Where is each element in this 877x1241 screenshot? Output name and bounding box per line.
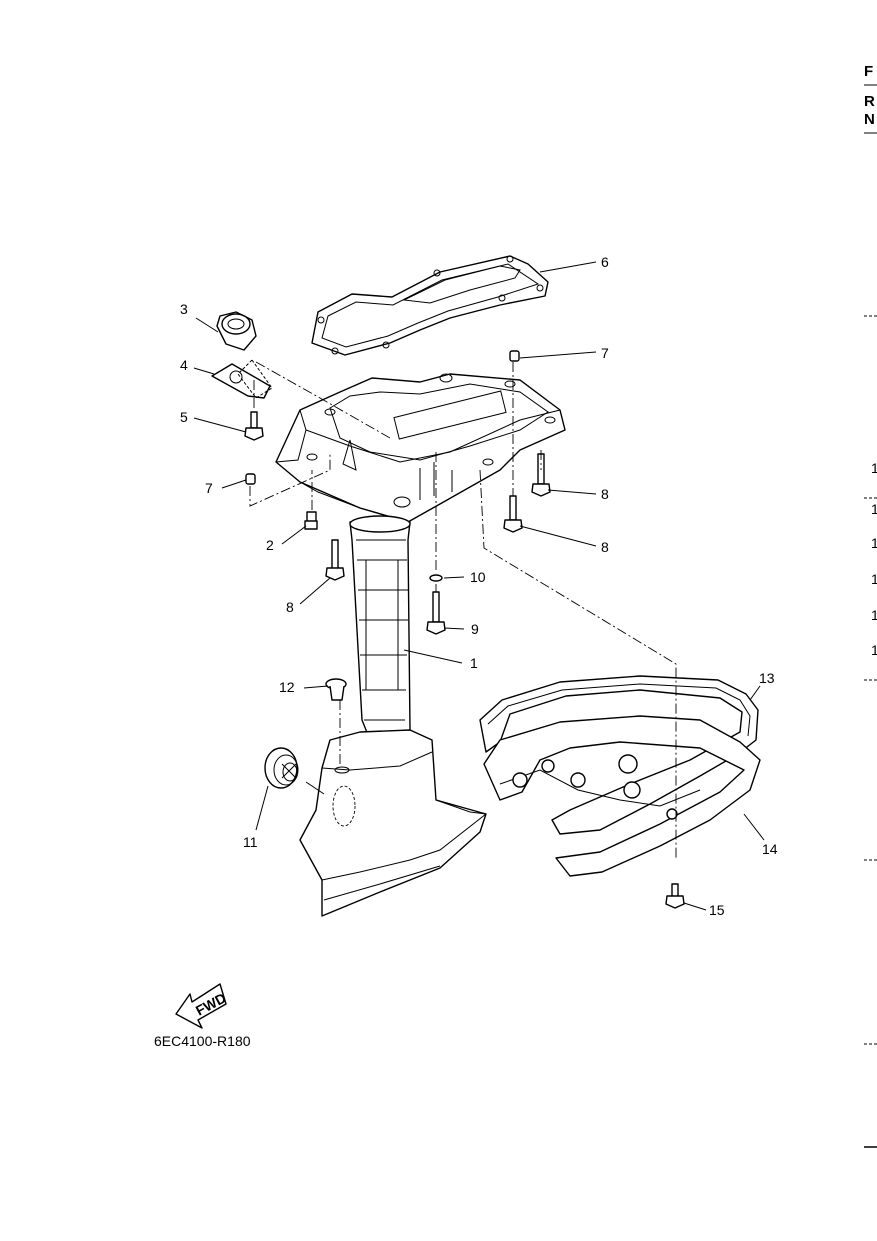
edge-number-3: 1 <box>871 535 877 551</box>
edge-number-5: 1 <box>871 607 877 623</box>
callout-5: 5 <box>180 409 188 425</box>
edge-letter-n: N <box>864 111 875 128</box>
plug-part-12 <box>325 678 347 701</box>
leader-lines <box>193 261 765 911</box>
callout-10: 10 <box>470 569 486 585</box>
cap-part-11 <box>264 747 299 789</box>
bolt-part-9 <box>426 591 446 635</box>
callout-4: 4 <box>180 357 188 373</box>
pan-part-14 <box>483 715 761 877</box>
callout-7-top: 7 <box>601 345 609 361</box>
callout-8-right-upper: 8 <box>601 486 609 502</box>
callout-3: 3 <box>180 301 188 317</box>
callout-8-left: 8 <box>286 599 294 615</box>
part-code: 6EC4100-R180 <box>154 1033 251 1049</box>
bolt-part-8-right-upper <box>531 453 551 497</box>
upper-casing-plate <box>275 373 566 523</box>
callout-9: 9 <box>471 621 479 637</box>
gasket-part-6 <box>311 255 549 356</box>
edge-letter-f: F <box>864 63 873 80</box>
edge-letter-r: R <box>864 93 875 110</box>
edge-number-1: 1 <box>871 460 877 476</box>
callout-15: 15 <box>709 902 725 918</box>
edge-number-4: 1 <box>871 571 877 587</box>
bolt-part-15 <box>665 883 685 909</box>
callout-11: 11 <box>243 834 258 850</box>
bolt-part-8-right-lower <box>503 495 523 533</box>
callout-12: 12 <box>279 679 295 695</box>
plate-part-4 <box>211 359 273 399</box>
edge-number-6: 1 <box>871 642 877 658</box>
grommet-part-3 <box>216 311 257 351</box>
callout-1: 1 <box>470 655 478 671</box>
callout-8-right-lower: 8 <box>601 539 609 555</box>
seal-part-13 <box>479 675 759 835</box>
callout-14: 14 <box>762 841 778 857</box>
alignment-lines <box>249 361 677 858</box>
dowel-part-7-left <box>245 473 256 485</box>
bolt-part-8-left <box>325 539 345 581</box>
fwd-arrow-icon: FWD <box>175 983 229 1029</box>
callout-6: 6 <box>601 254 609 270</box>
callout-13: 13 <box>759 670 775 686</box>
callout-7-left: 7 <box>205 480 213 496</box>
bolt-part-5 <box>244 411 264 441</box>
washer-part-10 <box>429 574 443 582</box>
housing-part-1 <box>299 515 487 917</box>
plug-part-2 <box>304 511 318 530</box>
callout-labels: 1 2 3 4 5 6 7 7 8 8 8 9 10 11 12 13 14 1… <box>180 254 778 918</box>
callout-2: 2 <box>266 537 274 553</box>
edge-number-2: 1 <box>871 501 877 517</box>
right-edge-column: F R N 1 1 1 1 1 1 <box>864 63 877 1148</box>
dowel-part-7-top <box>509 350 520 362</box>
